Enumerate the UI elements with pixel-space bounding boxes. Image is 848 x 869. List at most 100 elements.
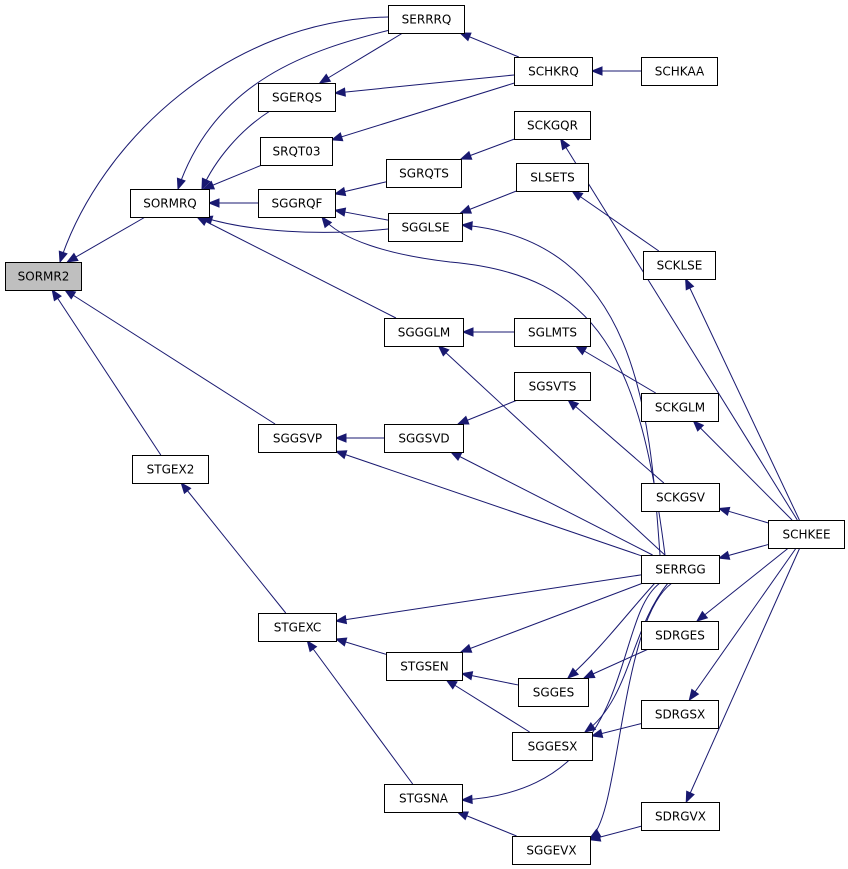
- edge-line: [334, 74, 515, 94]
- edge-line: [201, 216, 389, 233]
- node-box: [130, 189, 210, 218]
- edge-sglmts-to-sggglm: [461, 327, 514, 337]
- node-sdrges[interactable]: SDRGES: [641, 621, 719, 650]
- edge-serrgg-to-sggrqf: [321, 215, 666, 556]
- node-label: SGGESX: [528, 740, 578, 754]
- edge-sggesx-to-stgsen: [445, 679, 530, 733]
- edge-schkrq-to-srqt03: [330, 82, 515, 142]
- node-slsets[interactable]: SLSETS: [516, 163, 589, 192]
- edge-line: [589, 582, 673, 839]
- arrowhead-icon: [445, 679, 458, 690]
- arrowhead-icon: [321, 215, 333, 229]
- edge-line: [567, 399, 665, 484]
- edge-line: [321, 216, 666, 556]
- node-sggglm[interactable]: SGGGLM: [384, 318, 464, 347]
- node-box: [641, 621, 719, 650]
- edge-serrgg-to-sggsvp: [334, 450, 642, 557]
- node-stgsen[interactable]: STGSEN: [386, 652, 463, 681]
- node-sgges[interactable]: SGGES: [518, 678, 589, 707]
- node-label: SGGES: [533, 686, 574, 700]
- edge-line: [460, 32, 519, 58]
- edge-line: [450, 451, 653, 556]
- node-stgsna[interactable]: STGSNA: [384, 784, 463, 813]
- node-sgerqs[interactable]: SGERQS: [258, 83, 336, 112]
- node-sggevx[interactable]: SGGEVX: [512, 836, 591, 865]
- arrowhead-icon: [685, 277, 695, 291]
- node-label: SDRGVX: [655, 810, 706, 824]
- node-sggsvp[interactable]: SGGSVP: [258, 424, 337, 453]
- edge-schkee-to-sdrges: [695, 547, 789, 622]
- edge-line: [319, 32, 404, 84]
- node-label: SGGGLM: [398, 326, 451, 340]
- edge-line: [67, 216, 146, 263]
- node-schkaa[interactable]: SCHKAA: [641, 57, 718, 86]
- node-box: [388, 5, 465, 34]
- node-sgglse[interactable]: SGGLSE: [388, 213, 463, 242]
- node-box: [641, 483, 720, 512]
- node-label: SGSVTS: [529, 380, 577, 394]
- node-serrgg[interactable]: SERRGG: [641, 555, 720, 584]
- node-sgsvts[interactable]: SGSVTS: [514, 372, 591, 401]
- edge-line: [460, 582, 644, 653]
- edge-sdrgsx-to-sggesx: [590, 723, 642, 739]
- node-sgrqts[interactable]: SGRQTS: [386, 159, 462, 188]
- node-label: SCKGQR: [527, 119, 578, 133]
- edge-schkee-to-sckglm: [692, 420, 793, 521]
- node-box: [641, 700, 719, 729]
- node-sglmts[interactable]: SGLMTS: [514, 318, 591, 347]
- edge-line: [51, 289, 162, 456]
- node-label: SERRGG: [655, 563, 705, 577]
- edge-slsets-to-sgglse: [459, 190, 517, 214]
- node-serrrq[interactable]: SERRRQ: [388, 5, 465, 34]
- edge-line: [457, 399, 518, 425]
- node-sormr2[interactable]: SORMR2: [5, 262, 82, 291]
- node-stgex2[interactable]: STGEX2: [132, 455, 209, 484]
- node-box: [258, 424, 337, 453]
- arrowhead-icon: [306, 639, 318, 653]
- node-sckgqr[interactable]: SCKGQR: [514, 111, 591, 140]
- edge-schkee-to-sckgsv: [717, 506, 769, 524]
- node-schkrq[interactable]: SCHKRQ: [514, 57, 593, 86]
- node-label: STGSNA: [399, 792, 449, 806]
- node-sormrq[interactable]: SORMRQ: [130, 189, 210, 218]
- node-label: SGGLSE: [401, 221, 449, 235]
- edge-sckgqr-to-sgrqts: [459, 138, 515, 160]
- node-box: [768, 520, 845, 549]
- node-sggrqf[interactable]: SGGRQF: [258, 189, 336, 218]
- edge-serrgg-to-stgsna: [460, 582, 661, 805]
- arrowhead-icon: [202, 180, 216, 190]
- edge-stgsen-to-stgexc: [334, 637, 387, 655]
- node-sggesx[interactable]: SGGESX: [512, 732, 593, 761]
- arrowhead-icon: [180, 481, 192, 495]
- arrowhead-icon: [459, 150, 473, 160]
- node-box: [5, 262, 82, 291]
- node-sdrgsx[interactable]: SDRGSX: [641, 700, 719, 729]
- node-box: [512, 836, 591, 865]
- node-sckglm[interactable]: SCKGLM: [641, 393, 719, 422]
- arrowhead-icon: [688, 688, 700, 702]
- node-box: [641, 802, 720, 831]
- edge-line: [177, 29, 391, 190]
- node-stgexc[interactable]: STGEXC: [258, 613, 337, 642]
- node-label: STGEXC: [274, 621, 322, 635]
- node-label: SLSETS: [530, 171, 574, 185]
- node-label: SCKLSE: [657, 259, 703, 273]
- arrowhead-icon: [567, 399, 580, 411]
- node-schkee[interactable]: SCHKEE: [768, 520, 845, 549]
- node-label: SGERQS: [272, 91, 322, 105]
- arrowhead-icon: [460, 794, 473, 805]
- node-box: [516, 163, 589, 192]
- edge-line: [457, 811, 517, 837]
- node-srqt03[interactable]: SRQT03: [260, 137, 333, 166]
- node-scklse[interactable]: SCKLSE: [643, 251, 716, 280]
- node-sggsvd[interactable]: SGGSVD: [384, 424, 464, 453]
- node-box: [388, 213, 463, 242]
- edge-line: [446, 679, 530, 733]
- edge-sgsvts-to-sggsvd: [456, 399, 518, 425]
- arrowhead-icon: [590, 728, 604, 739]
- node-sdrgvx[interactable]: SDRGVX: [641, 802, 720, 831]
- arrowhead-icon: [461, 327, 474, 337]
- node-sckgsv[interactable]: SCKGSV: [641, 483, 720, 512]
- edge-srqt03-to-sormrq: [202, 164, 263, 190]
- edge-sckgsv-to-sgsvts: [567, 399, 665, 484]
